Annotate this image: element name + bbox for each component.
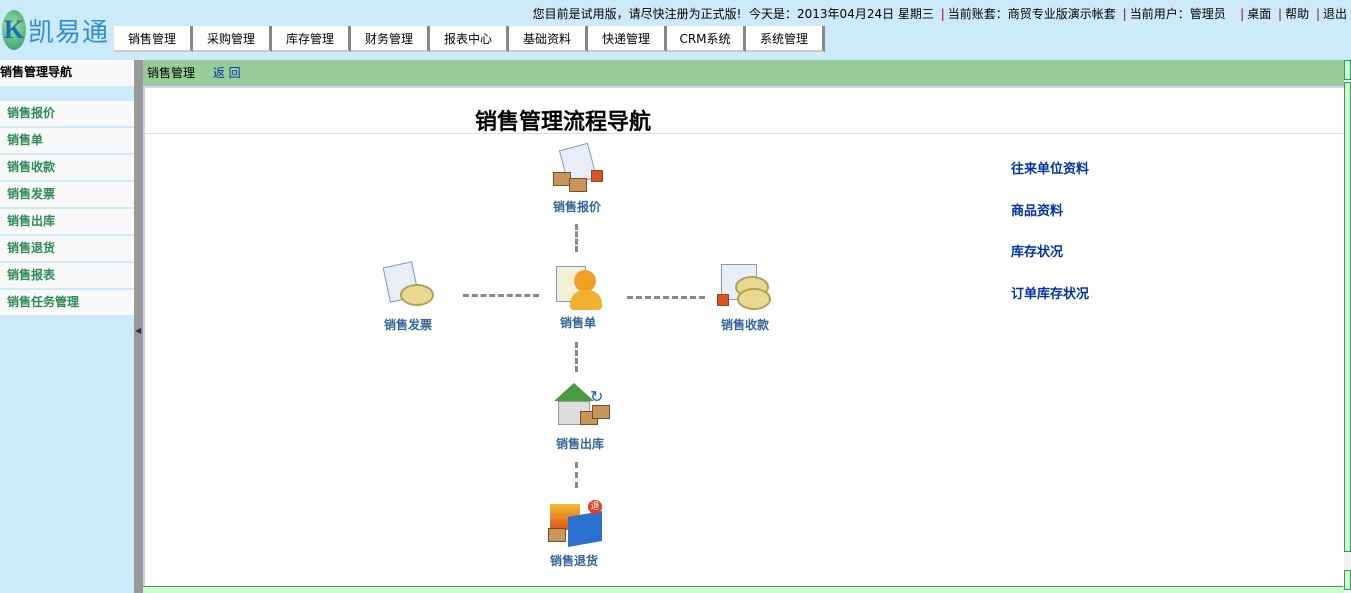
breadcrumb: 销售管理 返 回 xyxy=(143,60,1351,86)
quote-icon xyxy=(549,142,605,196)
scroll-thumb[interactable] xyxy=(1344,82,1351,552)
tab-express[interactable]: 快递管理 xyxy=(588,26,667,52)
arrow-down-icon xyxy=(575,342,578,372)
tab-reports[interactable]: 报表中心 xyxy=(430,26,509,52)
node-sales-return[interactable]: 退 销售退货 xyxy=(529,500,619,569)
logo-text: 凯易通 xyxy=(28,18,110,48)
node-label: 销售退货 xyxy=(549,554,598,568)
receipt-icon xyxy=(717,264,773,314)
main-nav-tabs: 销售管理 采购管理 库存管理 财务管理 报表中心 基础资料 快递管理 CRM系统… xyxy=(114,26,825,52)
horizontal-scrollbar[interactable] xyxy=(143,586,1343,593)
sidebar-item-receipt[interactable]: 销售收款 xyxy=(0,155,134,182)
link-stock-status[interactable]: 库存状况 xyxy=(1011,245,1064,260)
sidebar-item-report[interactable]: 销售报表 xyxy=(0,263,134,290)
node-label: 销售单 xyxy=(559,316,596,330)
arrow-right-icon xyxy=(627,296,705,299)
sidebar: 销售管理导航 销售报价 销售单 销售收款 销售发票 销售出库 销售退货 销售报表… xyxy=(0,60,134,593)
arrow-left-icon xyxy=(463,294,539,297)
arrow-down-icon xyxy=(575,224,578,252)
collapse-arrow-icon[interactable]: ◀ xyxy=(135,326,142,335)
outbound-icon: ↻ xyxy=(552,383,610,433)
tab-basic-data[interactable]: 基础资料 xyxy=(509,26,588,52)
node-sales-receipt[interactable]: 销售收款 xyxy=(700,264,790,333)
trial-notice: 您目前是试用版，请尽快注册为正式版! xyxy=(532,7,742,21)
arrow-down-icon xyxy=(575,462,578,488)
sidebar-title: 销售管理导航 xyxy=(0,60,134,86)
desktop-link[interactable]: 桌面 xyxy=(1247,7,1272,21)
logo: K 凯易通 xyxy=(0,6,110,50)
sidebar-item-quote[interactable]: 销售报价 xyxy=(0,101,134,128)
node-label: 销售报价 xyxy=(552,200,601,214)
flow-content: 销售管理流程导航 销售报价 销售单 销售发票 销售收款 ↻ 销售出库 退 销售退… xyxy=(143,86,1345,586)
link-product-data[interactable]: 商品资料 xyxy=(1011,204,1064,219)
node-label: 销售出库 xyxy=(555,437,604,451)
order-icon xyxy=(550,262,606,312)
breadcrumb-current: 销售管理 xyxy=(147,66,196,80)
scroll-down-button[interactable] xyxy=(1344,570,1351,590)
sidebar-item-invoice[interactable]: 销售发票 xyxy=(0,182,134,209)
vertical-scrollbar[interactable] xyxy=(1344,60,1351,593)
tab-sales[interactable]: 销售管理 xyxy=(114,26,193,52)
help-link[interactable]: 帮助 xyxy=(1285,7,1310,21)
link-partner-data[interactable]: 往来单位资料 xyxy=(1011,162,1090,177)
node-label: 销售发票 xyxy=(383,318,432,332)
node-sales-order[interactable]: 销售单 xyxy=(533,262,623,331)
tab-finance[interactable]: 财务管理 xyxy=(351,26,430,52)
tab-purchase[interactable]: 采购管理 xyxy=(193,26,272,52)
invoice-icon xyxy=(380,261,436,314)
scroll-up-button[interactable] xyxy=(1344,60,1351,80)
current-user: 当前用户：管理员 xyxy=(1129,7,1226,21)
tab-system[interactable]: 系统管理 xyxy=(746,26,825,52)
logo-k-icon: K xyxy=(2,10,26,50)
return-icon: 退 xyxy=(546,500,602,550)
sidebar-splitter[interactable]: ◀ xyxy=(134,60,143,593)
node-sales-invoice[interactable]: 销售发票 xyxy=(363,261,453,333)
logout-link[interactable]: 退出 xyxy=(1322,7,1347,21)
top-info-bar: 您目前是试用版，请尽快注册为正式版! 今天是：2013年04月24日 星期三 |… xyxy=(532,7,1347,21)
current-account: 当前账套：商贸专业版演示帐套 xyxy=(947,7,1116,21)
page-title: 销售管理流程导航 xyxy=(475,109,652,135)
tab-inventory[interactable]: 库存管理 xyxy=(272,26,351,52)
sidebar-item-order[interactable]: 销售单 xyxy=(0,128,134,155)
node-sales-quote[interactable]: 销售报价 xyxy=(532,142,622,215)
divider xyxy=(145,133,1345,134)
node-sales-outbound[interactable]: ↻ 销售出库 xyxy=(535,383,625,452)
node-label: 销售收款 xyxy=(720,318,769,332)
sidebar-item-outbound[interactable]: 销售出库 xyxy=(0,209,134,236)
current-date: 今天是：2013年04月24日 星期三 xyxy=(749,7,934,21)
sidebar-item-return[interactable]: 销售退货 xyxy=(0,236,134,263)
back-link[interactable]: 返 回 xyxy=(212,66,241,80)
link-order-stock-status[interactable]: 订单库存状况 xyxy=(1011,287,1090,302)
sidebar-item-task[interactable]: 销售任务管理 xyxy=(0,290,134,317)
tab-crm[interactable]: CRM系统 xyxy=(667,26,746,52)
